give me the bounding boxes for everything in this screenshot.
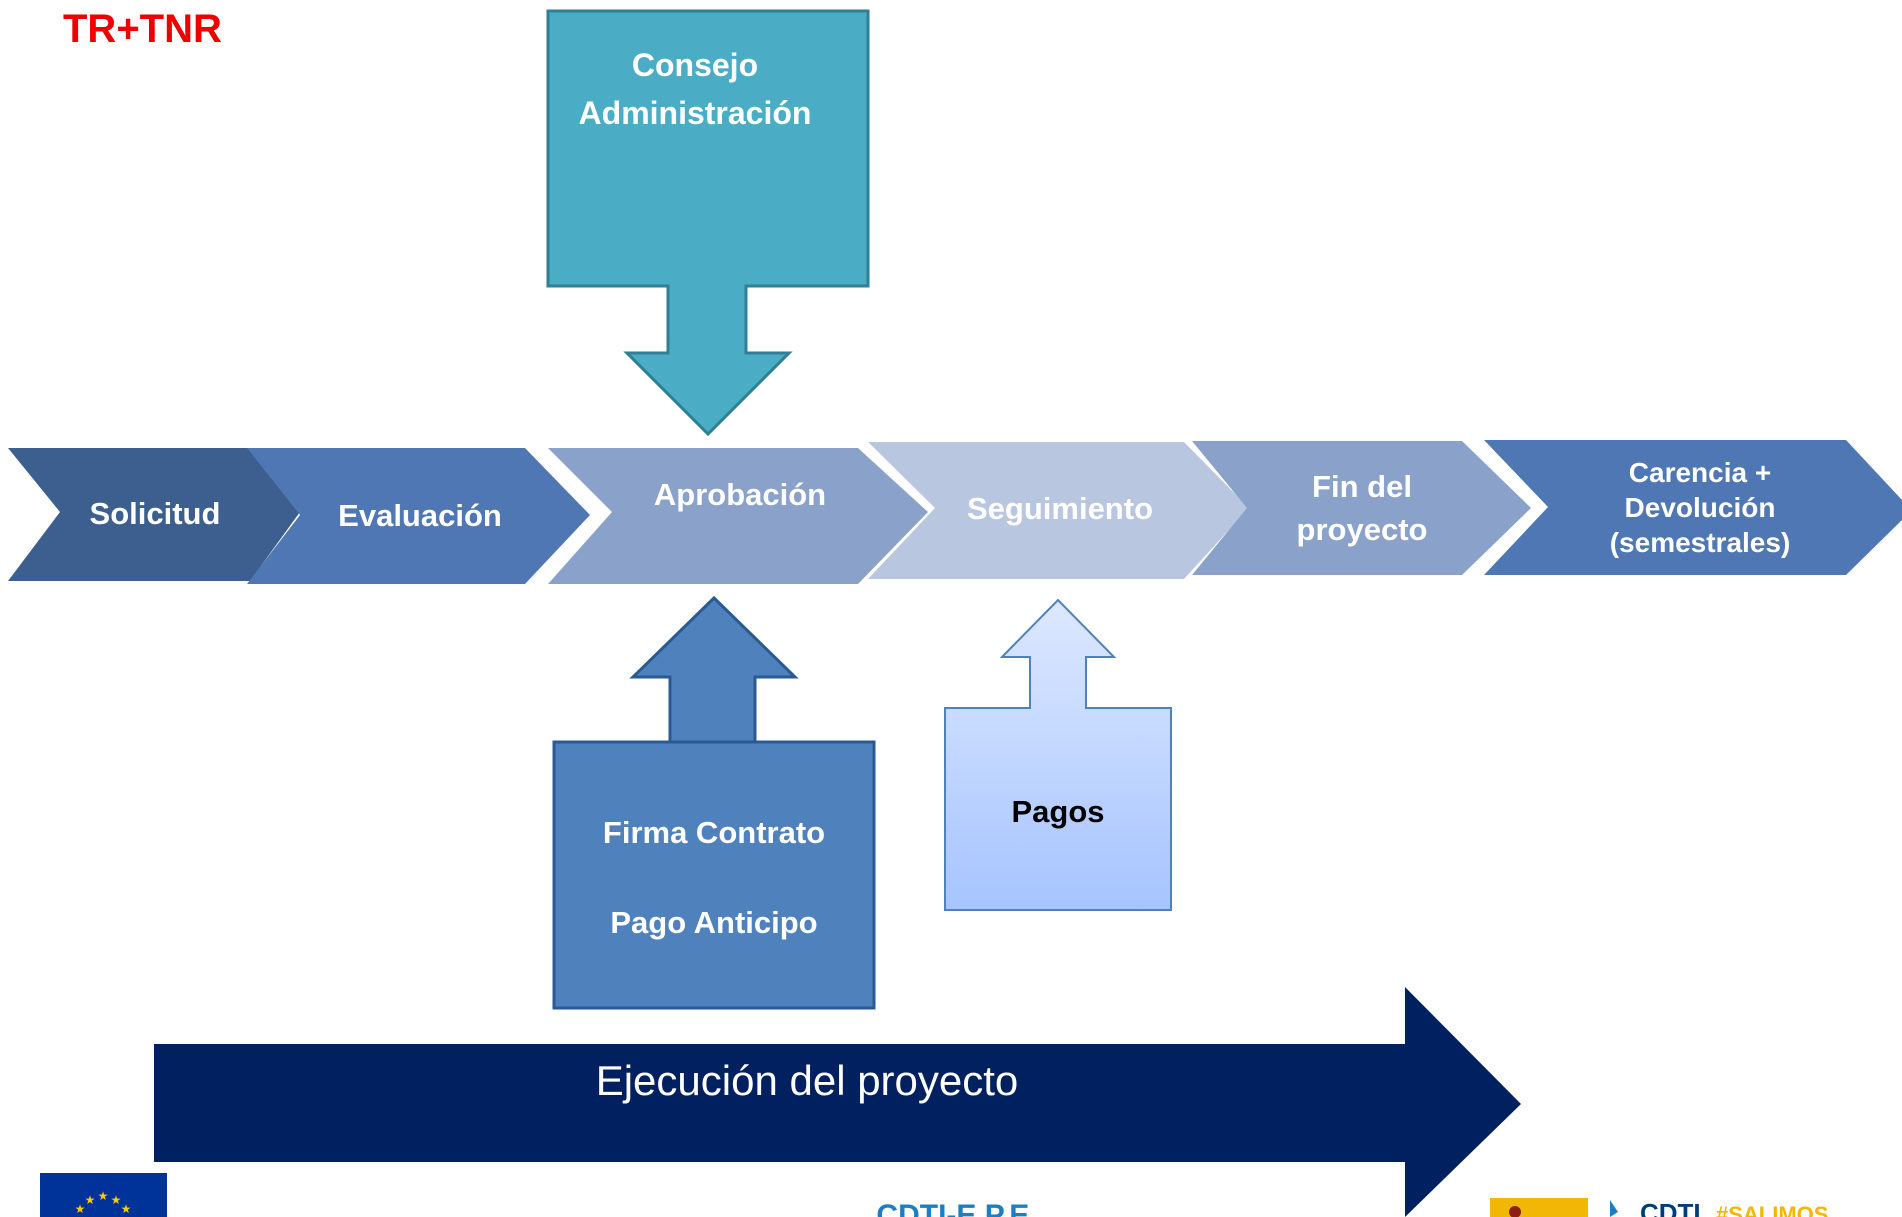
step-carencia-label-line3: (semestrales) <box>1610 527 1791 558</box>
step-aprobacion-label: Aprobación <box>654 477 826 512</box>
step-evaluacion: Evaluación <box>247 448 590 584</box>
execution-label: Ejecución del proyecto <box>596 1057 1019 1104</box>
execution-arrow: Ejecución del proyecto <box>154 987 1521 1217</box>
step-carencia-label-line1: Carencia + <box>1629 457 1771 488</box>
footer-center-text: CDTI-E.P.E. <box>876 1199 1037 1217</box>
cdti-logo-text: CDTI <box>1640 1198 1701 1217</box>
cdti-logo: CDTI #SALIMOS <box>1490 1198 1828 1217</box>
step-fin-label-line1: Fin del <box>1312 469 1412 504</box>
step-fin-proyecto: Fin del proyecto <box>1192 441 1531 575</box>
process-steps: Solicitud Evaluación Aprobación Seguimie… <box>8 440 1902 584</box>
svg-text:★: ★ <box>111 1193 122 1207</box>
contract-box: Firma Contrato Pago Anticipo <box>552 595 876 1010</box>
board-label-line2: Administración <box>579 95 812 131</box>
step-seguimiento: Seguimiento <box>868 442 1249 579</box>
step-carencia-devolucion: Carencia + Devolución (semestrales) <box>1484 440 1902 575</box>
svg-text:★: ★ <box>75 1202 86 1216</box>
contract-signing-label: Firma Contrato <box>603 815 825 850</box>
payments-label: Pagos <box>1011 794 1104 829</box>
svg-text:★: ★ <box>98 1189 109 1203</box>
step-solicitud-label: Solicitud <box>90 496 221 531</box>
process-tag: TR+TNR <box>63 7 222 51</box>
eu-flag-logo: ★ ★ ★ ★ ★ <box>40 1173 167 1217</box>
step-evaluacion-label: Evaluación <box>338 498 502 533</box>
step-carencia-label-line2: Devolución <box>1625 492 1776 523</box>
step-seguimiento-label: Seguimiento <box>967 491 1153 526</box>
board-label-line1: Consejo <box>632 47 758 83</box>
step-fin-label-line2: proyecto <box>1297 512 1428 547</box>
svg-text:★: ★ <box>121 1202 132 1216</box>
eu-stars-icon: ★ ★ ★ ★ ★ <box>75 1189 132 1216</box>
step-solicitud: Solicitud <box>8 448 300 581</box>
salimos-logo-text: #SALIMOS <box>1716 1202 1828 1217</box>
payments-box: Pagos <box>944 598 1172 911</box>
cdti-mark-icon <box>1610 1200 1618 1217</box>
step-aprobacion: Aprobación <box>548 448 928 584</box>
svg-text:★: ★ <box>85 1193 96 1207</box>
advance-payment-label: Pago Anticipo <box>610 905 817 940</box>
board-approval-box: Consejo Administración <box>546 9 870 437</box>
spain-gov-emblem-icon <box>1490 1198 1588 1217</box>
